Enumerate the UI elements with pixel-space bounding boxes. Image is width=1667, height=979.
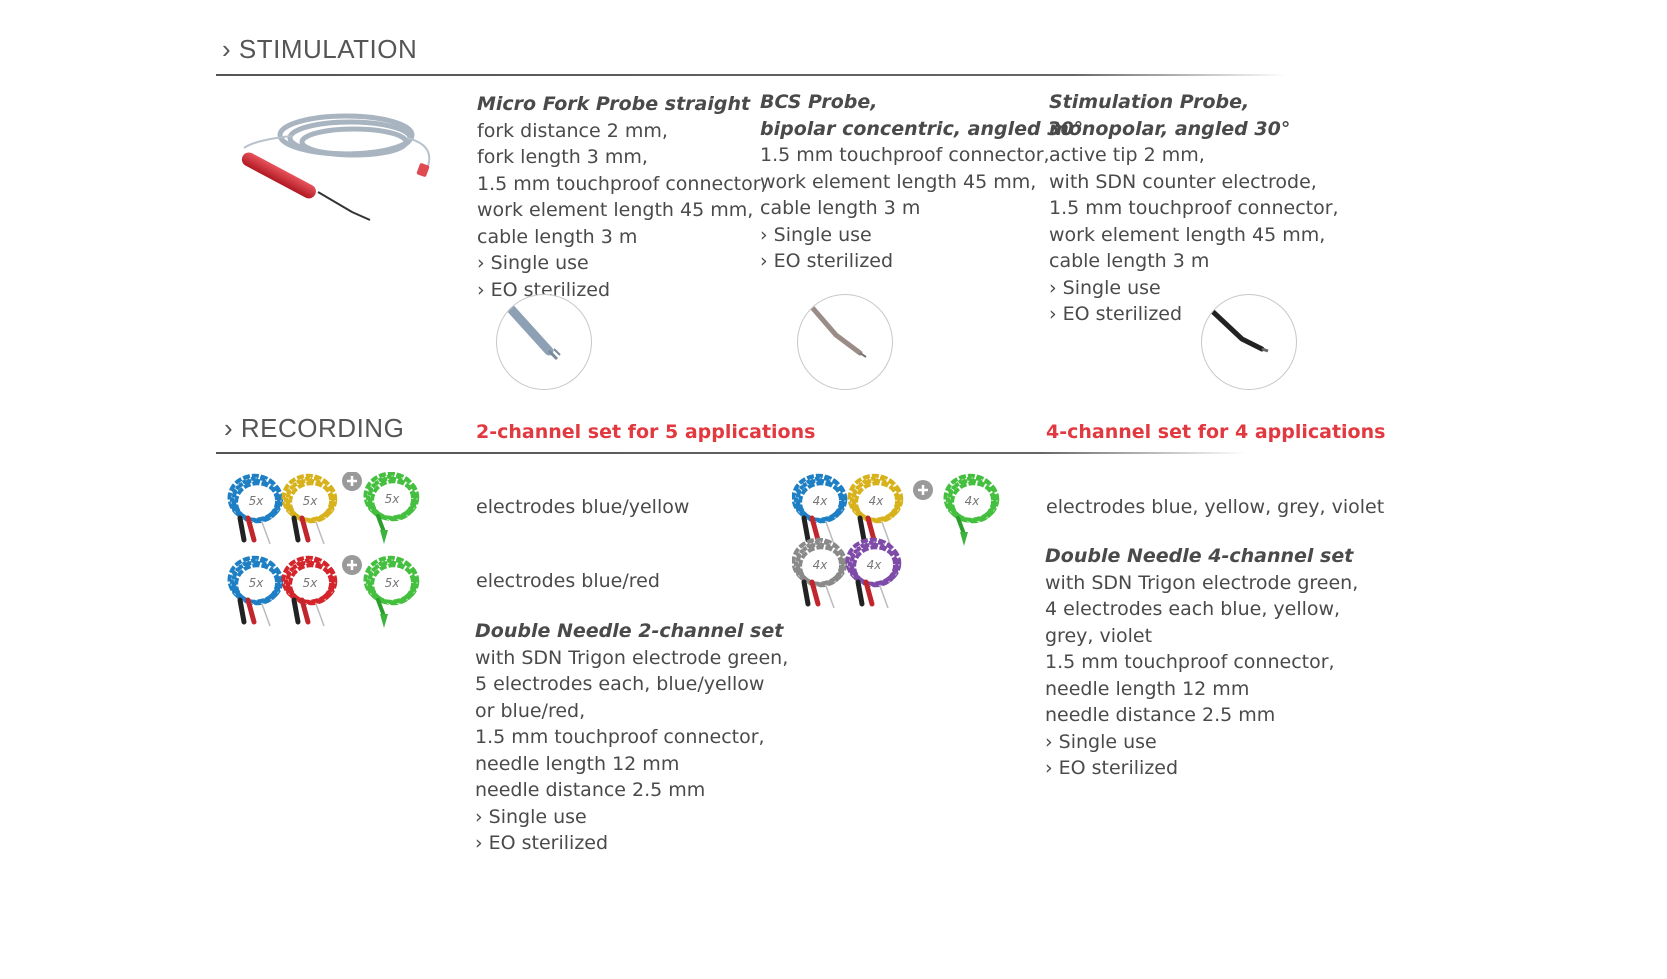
double-needle-2ch-description: Double Needle 2-channel set with SDN Tri… [475, 618, 788, 857]
straight-fork-tip-icon [496, 294, 592, 390]
red-electrode-coil: 5x [281, 555, 338, 627]
spec-line: work element length 45 mm, [760, 170, 1037, 193]
recording-heading: › RECORDING [224, 413, 405, 443]
spec-line: 4 electrodes each blue, yellow, [1045, 598, 1341, 620]
spec-line: grey, violet [1045, 624, 1153, 647]
spec-line: fork distance 2 mm, [477, 119, 668, 142]
blue-electrode-coil: 4x [791, 473, 848, 545]
single-use-note: › Single use [477, 252, 589, 274]
spec-line: 1.5 mm touchproof connector, [1049, 197, 1339, 219]
four-channel-electrode-bundles: 4x 4x 4x 4x 4x [791, 472, 1012, 612]
spec-line: 1.5 mm touchproof connector, [477, 172, 767, 195]
sterilized-note: › EO sterilized [760, 250, 894, 272]
quantity-badge: 4x [813, 558, 829, 572]
green-trigon-electrode-coil: 4x [943, 473, 1000, 546]
quantity-badge: 4x [867, 558, 883, 572]
spec-line: cable length 3 m [477, 225, 638, 248]
spec-line: with SDN counter electrode, [1049, 170, 1317, 193]
yellow-electrode-coil: 5x [281, 473, 338, 545]
quantity-badge: 5x [303, 494, 319, 508]
two-channel-electrode-bundles: 5x 5x 5x 5x 5x 5x [226, 471, 436, 632]
quantity-badge: 4x [813, 494, 829, 508]
spec-line: or blue/red, [475, 699, 586, 722]
quantity-badge: 5x [249, 576, 265, 590]
spec-line: cable length 3 m [760, 197, 921, 219]
stimulation-probe-photo [232, 108, 442, 238]
four-channel-set-label: 4-channel set for 4 applications [1046, 421, 1386, 443]
angled-monopolar-tip-icon [1201, 294, 1297, 390]
grey-electrode-coil: 4x [791, 537, 848, 609]
two-channel-set-label: 2-channel set for 5 applications [476, 421, 816, 443]
plus-icon [342, 555, 362, 575]
micro-fork-probe-description: Micro Fork Probe straight fork distance … [477, 91, 767, 303]
probe-title: BCS Probe, [760, 91, 878, 113]
spec-line: work element length 45 mm, [477, 199, 754, 221]
green-trigon-electrode-coil: 5x [363, 555, 420, 628]
set-title: Double Needle 2-channel set [475, 620, 784, 642]
chevron-right-icon: › [224, 413, 234, 443]
bundle-caption-blue-yellow: electrodes blue/yellow [476, 496, 690, 518]
quantity-badge: 5x [385, 576, 401, 590]
recording-divider [216, 452, 1246, 454]
bcs-probe-description: BCS Probe, bipolar concentric, angled 30… [760, 89, 1083, 275]
probe-title: Micro Fork Probe straight [477, 93, 751, 115]
plus-icon [913, 480, 933, 500]
green-trigon-electrode-coil: 5x [363, 471, 420, 544]
spec-line: needle length 12 mm [1045, 677, 1250, 700]
probe-subtitle: monopolar, angled 30° [1049, 117, 1291, 140]
quantity-badge: 4x [869, 494, 885, 508]
angled-concentric-tip-icon [797, 294, 893, 390]
spec-line: cable length 3 m [1049, 250, 1210, 272]
stimulation-heading: › STIMULATION [222, 34, 418, 64]
quantity-badge: 5x [385, 492, 401, 506]
sterilized-note: › EO sterilized [1049, 303, 1183, 325]
chevron-right-icon: › [222, 34, 232, 64]
probe-title: Stimulation Probe, [1049, 91, 1250, 113]
bundle-caption-blue-red: electrodes blue/red [476, 570, 660, 592]
single-use-note: › Single use [1049, 276, 1161, 299]
single-use-note: › Single use [475, 805, 587, 828]
single-use-note: › Single use [760, 223, 872, 246]
spec-line: needle distance 2.5 mm [1045, 704, 1276, 726]
stimulation-divider [216, 74, 1286, 76]
spec-line: 1.5 mm touchproof connector, [1045, 651, 1335, 673]
spec-line: 1.5 mm touchproof connector, [760, 144, 1050, 166]
set-title: Double Needle 4-channel set [1045, 545, 1354, 567]
spec-line: with SDN Trigon electrode green, [475, 646, 789, 669]
sterilized-note: › EO sterilized [475, 832, 609, 854]
spec-line: 5 electrodes each, blue/yellow [475, 673, 765, 695]
quantity-badge: 4x [965, 494, 981, 508]
stimulation-probe-description: Stimulation Probe, monopolar, angled 30°… [1049, 89, 1339, 328]
spec-line: work element length 45 mm, [1049, 223, 1326, 246]
spec-line: with SDN Trigon electrode green, [1045, 571, 1359, 594]
blue-electrode-coil: 5x [227, 555, 284, 627]
violet-electrode-coil: 4x [845, 537, 902, 609]
double-needle-4ch-description: Double Needle 4-channel set with SDN Tri… [1045, 543, 1358, 782]
yellow-electrode-coil: 4x [847, 473, 904, 545]
plus-icon [342, 471, 362, 491]
sterilized-note: › EO sterilized [1045, 757, 1179, 779]
spec-line: needle distance 2.5 mm [475, 779, 706, 801]
sterilized-note: › EO sterilized [477, 278, 611, 301]
single-use-note: › Single use [1045, 730, 1157, 753]
quantity-badge: 5x [249, 494, 265, 508]
blue-electrode-coil: 5x [227, 473, 284, 545]
spec-line: needle length 12 mm [475, 752, 680, 775]
bundle-caption-4ch: electrodes blue, yellow, grey, violet [1046, 496, 1385, 518]
spec-line: fork length 3 mm, [477, 146, 648, 168]
spec-line: 1.5 mm touchproof connector, [475, 726, 765, 748]
quantity-badge: 5x [303, 576, 319, 590]
spec-line: active tip 2 mm, [1049, 144, 1205, 166]
probe-subtitle: bipolar concentric, angled 30° [760, 117, 1084, 140]
